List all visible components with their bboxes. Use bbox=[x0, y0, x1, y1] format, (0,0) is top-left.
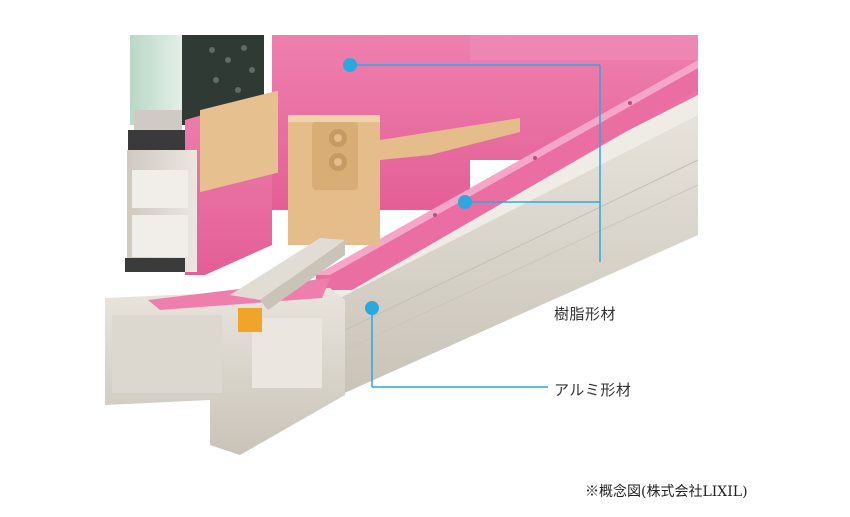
resin-strip bbox=[316, 60, 698, 290]
aluminum-sash bbox=[125, 150, 197, 272]
resin-material-label: 樹脂形材 bbox=[554, 305, 617, 323]
aluminum-sill bbox=[105, 238, 345, 455]
figure-caption: ※概念図(株式会社LIXIL) bbox=[585, 484, 748, 500]
marker-dot-resin-frame bbox=[343, 58, 357, 72]
resin-sash bbox=[185, 90, 278, 275]
beige-bracket bbox=[288, 115, 520, 245]
aluminum-material-label: アルミ形材 bbox=[554, 381, 632, 399]
marker-dot-resin-strip bbox=[458, 195, 472, 209]
marker-dot-aluminum bbox=[365, 301, 379, 315]
marker-dots bbox=[343, 58, 472, 315]
leader-lines bbox=[350, 64, 601, 388]
